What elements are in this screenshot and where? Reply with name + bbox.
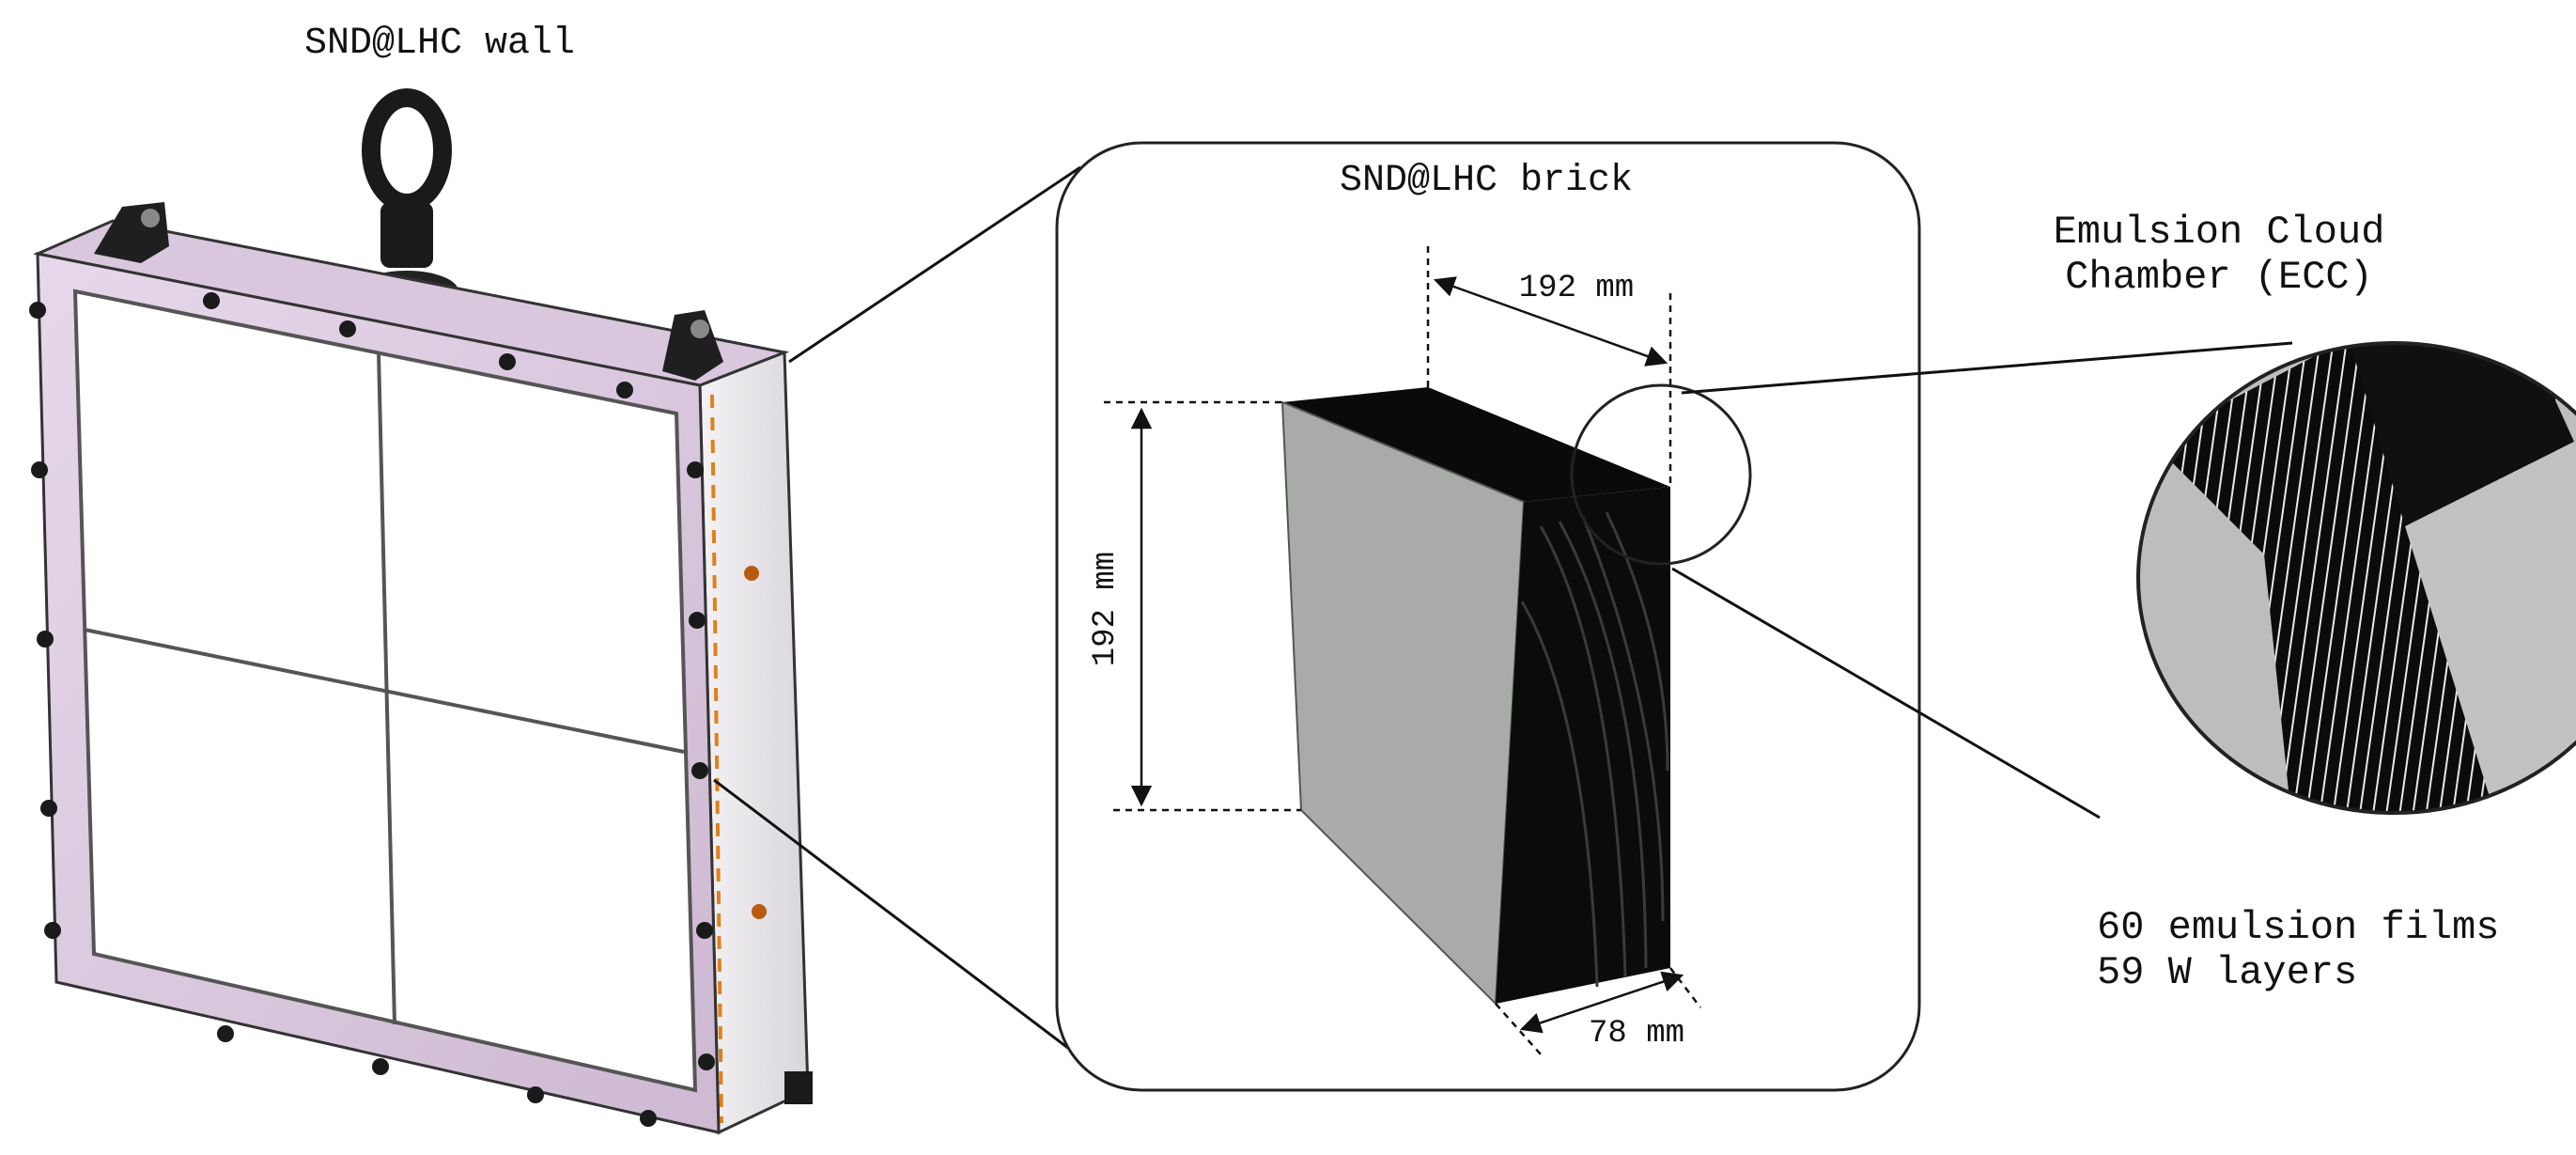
ecc-title-line1: Emulsion Cloud bbox=[2054, 210, 2385, 255]
brick-top-face bbox=[1282, 387, 1670, 502]
ecc-group: Emulsion Cloud Chamber (ECC) 60 emulsion… bbox=[2054, 210, 2576, 995]
dim-width-label: 192 mm bbox=[1519, 271, 1634, 306]
wall-title: SND@LHC wall bbox=[304, 23, 575, 65]
brick-extension-lines bbox=[1104, 246, 1701, 1055]
ecc-zoom-view bbox=[2138, 343, 2576, 813]
brick-side-face bbox=[1496, 487, 1670, 1004]
dim-width-arrow bbox=[1433, 276, 1668, 367]
wall-divider-vertical bbox=[377, 351, 396, 1025]
wall-side-dash bbox=[710, 394, 723, 1124]
brick-layer-curves bbox=[1520, 511, 1669, 988]
wall-zoom-connectors bbox=[713, 165, 1081, 1059]
ecc-zoom-border bbox=[2136, 341, 2576, 815]
wall-divider-horizontal bbox=[84, 628, 685, 754]
dim-height-label: 192 mm bbox=[1088, 552, 1124, 666]
bracket-icon bbox=[662, 310, 723, 381]
ecc-title-line2: Chamber (ECC) bbox=[2065, 255, 2373, 300]
wall-group: SND@LHC wall bbox=[29, 23, 813, 1135]
dim-depth-arrow bbox=[1519, 971, 1684, 1034]
dim-depth-label: 78 mm bbox=[1589, 1016, 1684, 1052]
brick-title: SND@LHC brick bbox=[1340, 160, 1633, 202]
frame-bolts bbox=[29, 292, 767, 1127]
ecc-zoom-connectors bbox=[1671, 341, 2293, 819]
ecc-desc-line2: 59 W layers bbox=[2097, 950, 2357, 995]
brick-zoom-circle bbox=[1570, 383, 1752, 566]
brick-panel: SND@LHC brick 192 mm 192 mm 78 mm bbox=[1055, 141, 1921, 1092]
bottom-bracket bbox=[784, 1071, 813, 1104]
bracket-icon bbox=[94, 202, 169, 263]
ecc-desc-line1: 60 emulsion films bbox=[2097, 905, 2499, 950]
